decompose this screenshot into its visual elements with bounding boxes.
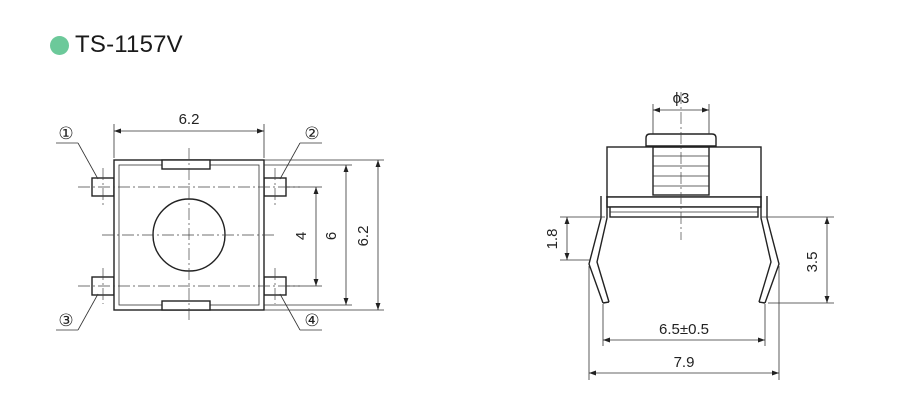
left-lead-outer xyxy=(588,196,604,304)
dim-body-label: 6 xyxy=(323,232,340,240)
pin-1-callout: ① xyxy=(58,124,73,143)
title-text: TS-1157V xyxy=(75,31,183,58)
dim-pin-spacing-label: 4 xyxy=(293,232,310,240)
top-view: 6.2 4 6 6.2 ① ② ③ ④ xyxy=(56,111,384,331)
dim-lead-height-label: 3.5 xyxy=(804,252,821,273)
pin-3-callout: ③ xyxy=(58,311,73,330)
left-lead-inner xyxy=(596,196,610,303)
base-plate xyxy=(606,196,762,208)
right-lead-outer xyxy=(764,196,780,304)
page-title: TS-1157V xyxy=(50,28,183,62)
dim-overall-label: 7.9 xyxy=(674,354,695,371)
side-body xyxy=(606,146,762,198)
dim-plunger-label: ϕ3 xyxy=(673,90,690,107)
dim-standoff-label: 1.8 xyxy=(544,229,561,250)
status-dot-icon xyxy=(50,35,69,55)
pin-2-callout: ② xyxy=(304,124,319,143)
dim-width-label: 6.2 xyxy=(179,111,200,128)
pin-4-callout: ④ xyxy=(304,311,319,330)
side-view: ϕ3 1.8 3.5 6.5±0.5 7.9 xyxy=(544,90,834,380)
right-lead-inner xyxy=(758,196,772,303)
dim-height-label: 6.2 xyxy=(355,226,372,247)
bottom-tab xyxy=(161,300,211,311)
top-tab xyxy=(161,159,211,170)
dim-lead-span-label: 6.5±0.5 xyxy=(659,321,709,338)
